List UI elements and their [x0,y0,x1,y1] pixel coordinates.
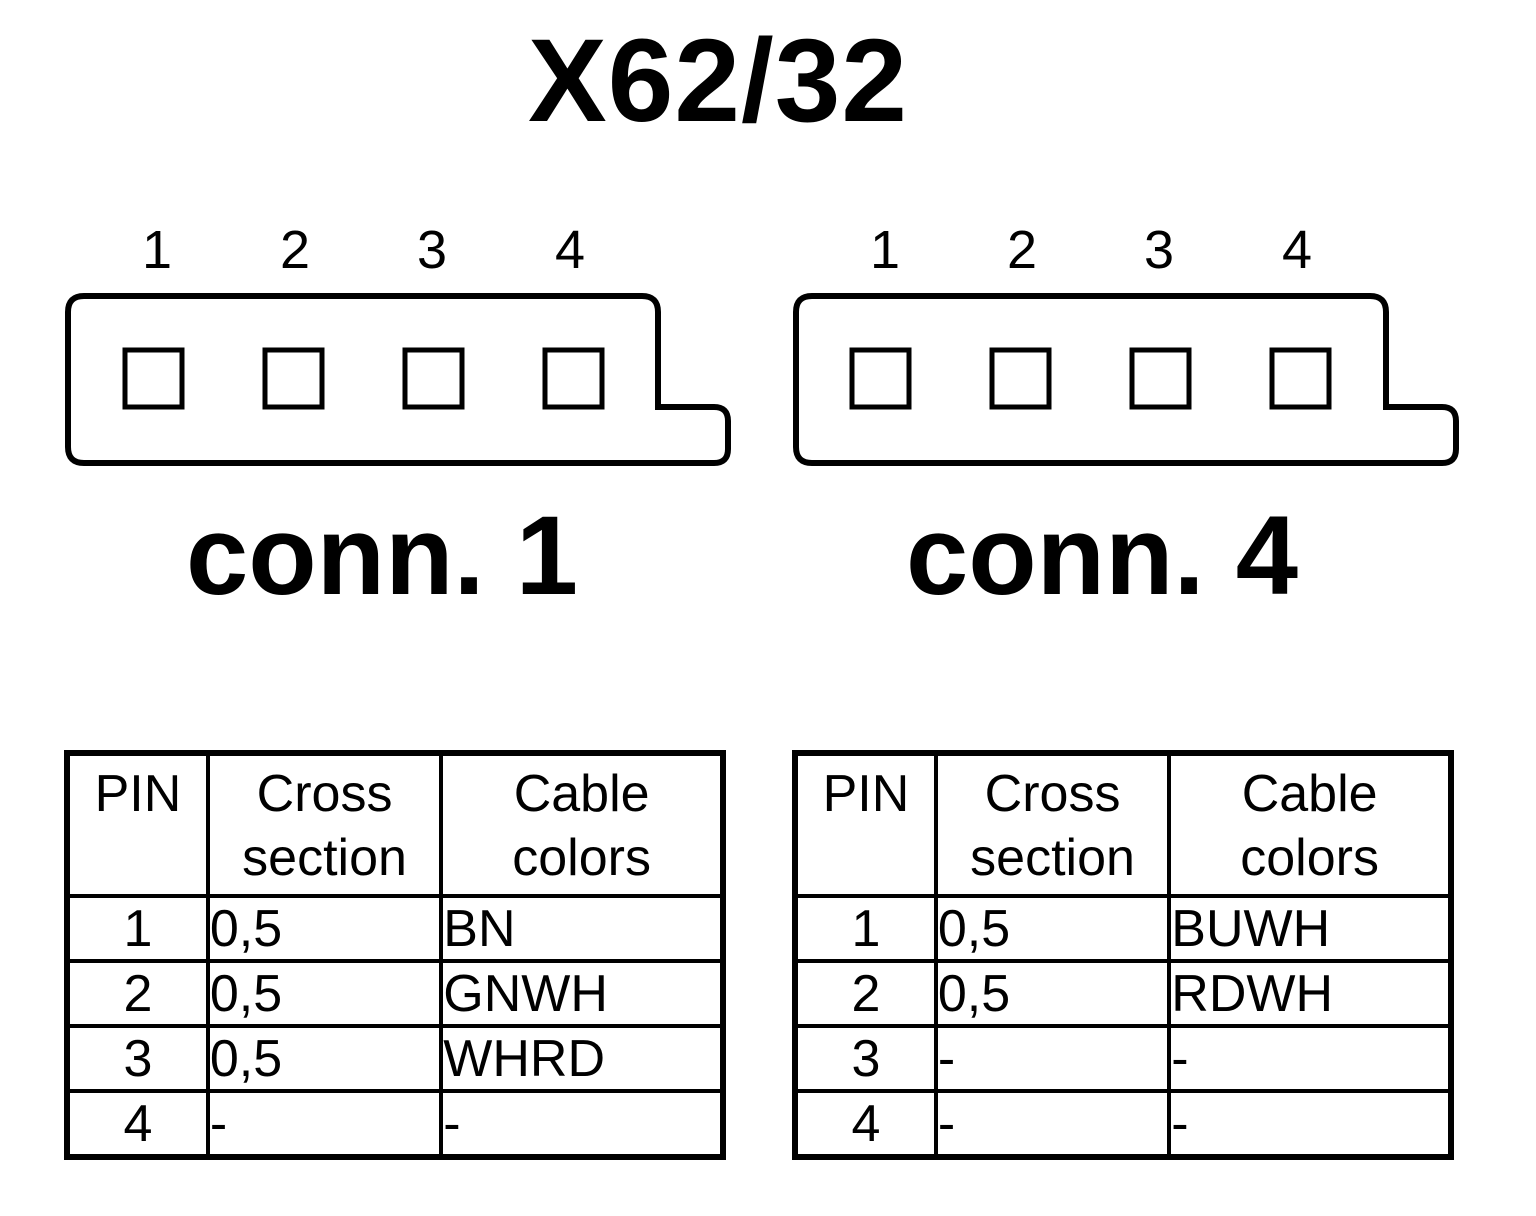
cable-color-cell: RDWH [1167,959,1453,1028]
cross-section-column-header: Cross section [205,751,444,898]
table-row: 4 - - [65,1089,725,1159]
connector-1-pin-number: 1 [142,220,172,280]
pin-column-header: PIN [65,751,210,898]
pin-column-header: PIN [793,751,938,898]
cross-section-cell: - [205,1089,444,1159]
pin-cell: 2 [793,959,938,1028]
pin-cell: 1 [65,894,210,963]
pin-cell: 3 [793,1024,938,1093]
table-header-row: PIN Cross section Cable colors [793,751,1453,898]
header-line: Cross [256,765,393,823]
cable-color-cell: BN [439,894,725,963]
connector-1-pin-contact [402,347,465,410]
header-line: Cross [984,765,1121,823]
connector-1-pin-contact [542,347,605,410]
connector-1-pin-number: 3 [417,220,447,280]
cable-color-cell: - [1167,1089,1453,1159]
connector-4-pin-number: 2 [1007,220,1037,280]
connector-1-label: conn. 1 [185,493,579,618]
connector-4-pin-contact [1129,347,1192,410]
table-row: 1 0,5 BN [65,894,725,963]
connector-1-pin-number: 2 [280,220,310,280]
connector-4-pin-contact [989,347,1052,410]
cable-colors-column-header: Cable colors [439,751,725,898]
header-line: colors [1240,829,1379,887]
diagram-title: X62/32 [528,15,908,147]
cross-section-cell: 0,5 [933,894,1172,963]
connector-4-housing [793,293,1459,466]
table-row: 3 0,5 WHRD [65,1024,725,1093]
connector-1-pin-table: PIN Cross section Cable colors 1 0,5 BN 2 … [64,750,726,1160]
cable-colors-column-header: Cable colors [1167,751,1453,898]
cross-section-cell: 0,5 [205,894,444,963]
pin-cell: 2 [65,959,210,1028]
connector-drawings: 1 2 3 4 1 2 3 4 [65,220,1459,466]
table-row: 1 0,5 BUWH [793,894,1453,963]
cross-section-column-header: Cross section [933,751,1172,898]
cross-section-cell: - [933,1024,1172,1093]
pin-cell: 1 [793,894,938,963]
connector-4-pin-number: 1 [870,220,900,280]
header-line: Cable [513,765,650,823]
header-line: Cable [1241,765,1378,823]
table-row: 3 - - [793,1024,1453,1093]
cable-color-cell: WHRD [439,1024,725,1093]
connector-4-pin-contact [1269,347,1332,410]
header-line: section [970,829,1135,887]
connector-4-pin-number: 3 [1144,220,1174,280]
table-header-row: PIN Cross section Cable colors [65,751,725,898]
pin-cell: 4 [793,1089,938,1159]
connector-4-pin-contact [849,347,912,410]
pin-cell: 3 [65,1024,210,1093]
cross-section-cell: 0,5 [933,959,1172,1028]
connector-4-label: conn. 4 [905,493,1299,618]
table-row: 2 0,5 GNWH [65,959,725,1028]
cross-section-cell: 0,5 [205,1024,444,1093]
cable-color-cell: - [1167,1024,1453,1093]
connector-1-drawing: 1 2 3 4 [65,220,731,466]
table-row: 4 - - [793,1089,1453,1159]
connector-1-pin-number: 4 [555,220,585,280]
cable-color-cell: - [439,1089,725,1159]
connector-4-drawing: 1 2 3 4 [793,220,1459,466]
pin-cell: 4 [65,1089,210,1159]
connector-4-pin-number: 4 [1282,220,1312,280]
connector-1-pin-contact [262,347,325,410]
cable-color-cell: GNWH [439,959,725,1028]
connector-1-pin-contact [122,347,185,410]
connector-1-housing [65,293,731,466]
header-line: section [242,829,407,887]
cross-section-cell: 0,5 [205,959,444,1028]
cable-color-cell: BUWH [1167,894,1453,963]
header-line: colors [512,829,651,887]
table-row: 2 0,5 RDWH [793,959,1453,1028]
cross-section-cell: - [933,1089,1172,1159]
